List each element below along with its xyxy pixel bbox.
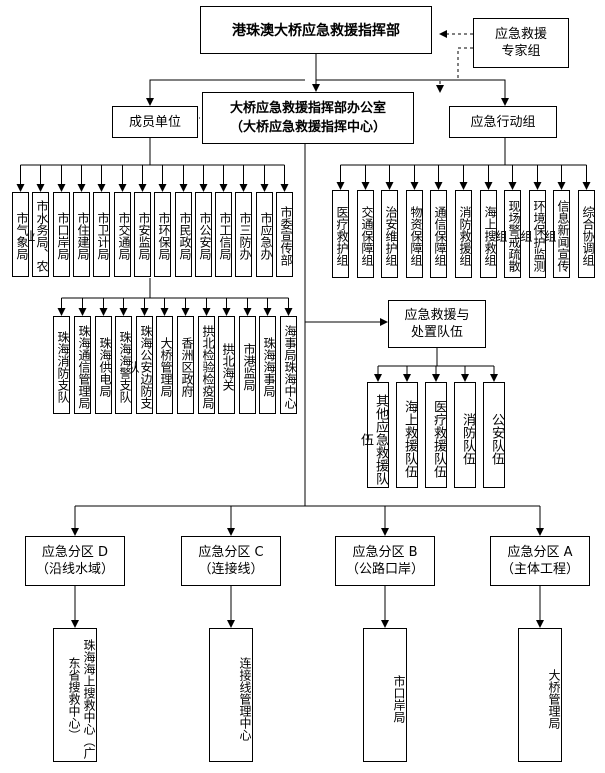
members-label-box: 成员单位 [112, 106, 198, 138]
expert-link-line [436, 47, 473, 93]
district-name: 应急分区 A [507, 545, 573, 560]
action-group-box: 交通保障组 [357, 190, 374, 278]
district-unit-box: 市口岸局 [363, 628, 407, 762]
rescue-team-unit-box: 消防队伍 [454, 382, 476, 488]
district-box: 应急分区 B （公路口岸） [335, 536, 435, 586]
action-group-box: 通信保障组 [430, 190, 447, 278]
member-box: 市安监局 [134, 192, 151, 277]
action-group-box: 信息新闻宣传组 [543, 190, 570, 278]
member-box: 市环保局 [154, 192, 171, 277]
member-box: 市委宣传部 [276, 192, 293, 277]
members-branch-line [146, 79, 305, 106]
district-unit-box: 珠海海上搜救中心（广东省搜救中心） [53, 628, 97, 762]
rescue-team-box: 应急救援与 处置队伍 [388, 300, 486, 348]
member-box: 珠海海警支队 [115, 316, 132, 414]
member-box: 市卫计局 [93, 192, 110, 277]
member-box: 大桥管理局 [156, 316, 173, 414]
district-unit-box: 大桥管理局 [518, 628, 562, 762]
member-box: 香洲区政府 [177, 316, 194, 414]
action-group-box: 海上搜救组 [480, 190, 497, 278]
action-group-box: 治安维护组 [381, 190, 398, 278]
member-box: 市口岸局 [53, 192, 70, 277]
member-box: 拱北检验检疫局 [198, 316, 215, 414]
member-box: 珠海消防支队 [53, 316, 70, 414]
district-name: 应急分区 C [198, 545, 264, 560]
action-group-box: 综合协调组 [578, 190, 595, 278]
action-group-box: 物资保障组 [406, 190, 423, 278]
district-unit-box: 连接线管理中心 [209, 628, 253, 762]
office-box: 大桥应急救援指挥部办公室 （大桥应急救援指挥中心） [202, 92, 414, 144]
member-box: 市住建局 [73, 192, 90, 277]
district-box: 应急分区 D （沿线水域） [25, 536, 125, 586]
member-box: 珠海海事局 [259, 316, 276, 414]
member-box: 市港监局 [239, 316, 256, 414]
district-box: 应急分区 C （连接线） [181, 536, 281, 586]
action-label-box: 应急行动组 [449, 106, 557, 138]
member-box: 珠海通信管理局 [74, 316, 91, 414]
rescue-team-unit-box: 其他应急救援队伍 [358, 382, 389, 488]
action-branch-line [316, 79, 509, 106]
experts-box: 应急救援 专家组 [473, 18, 569, 68]
action-group-box: 医疗救护组 [332, 190, 349, 278]
member-box: 拱北海关 [218, 316, 235, 414]
member-box: 市工信局 [215, 192, 232, 277]
district-scope: （主体工程） [500, 562, 579, 577]
rescue-team-unit-box: 海上救援队伍 [396, 382, 418, 488]
hq-box: 港珠澳大桥应急救援指挥部 [200, 6, 432, 54]
member-box: 珠海公安边防支队 [126, 316, 153, 414]
district-scope: （沿线水域） [35, 562, 114, 577]
member-box: 市交通局 [114, 192, 131, 277]
district-scope: （连接线） [198, 562, 264, 577]
action-group-box: 环境保护监测组 [519, 190, 546, 278]
action-group-box: 消防救援组 [455, 190, 472, 278]
member-box: 市民政局 [175, 192, 192, 277]
member-box: 市三防办 [235, 192, 252, 277]
member-box: 市应急办 [256, 192, 273, 277]
member-box: 海事局珠海中心 [280, 316, 297, 414]
rescue-team-unit-box: 公安队伍 [483, 382, 505, 488]
action-group-box: 现场警戒疏散组 [494, 190, 521, 278]
member-box: 市水务局、农业 [22, 192, 49, 277]
rescue-team-unit-box: 医疗救援队伍 [425, 382, 447, 488]
district-scope: （公路口岸） [345, 562, 424, 577]
member-box: 市气象局 [12, 192, 29, 277]
member-box: 市公安局 [195, 192, 212, 277]
district-name: 应急分区 B [352, 545, 418, 560]
district-box: 应急分区 A （主体工程） [490, 536, 590, 586]
member-box: 珠海供电局 [95, 316, 112, 414]
district-name: 应急分区 D [41, 545, 109, 560]
